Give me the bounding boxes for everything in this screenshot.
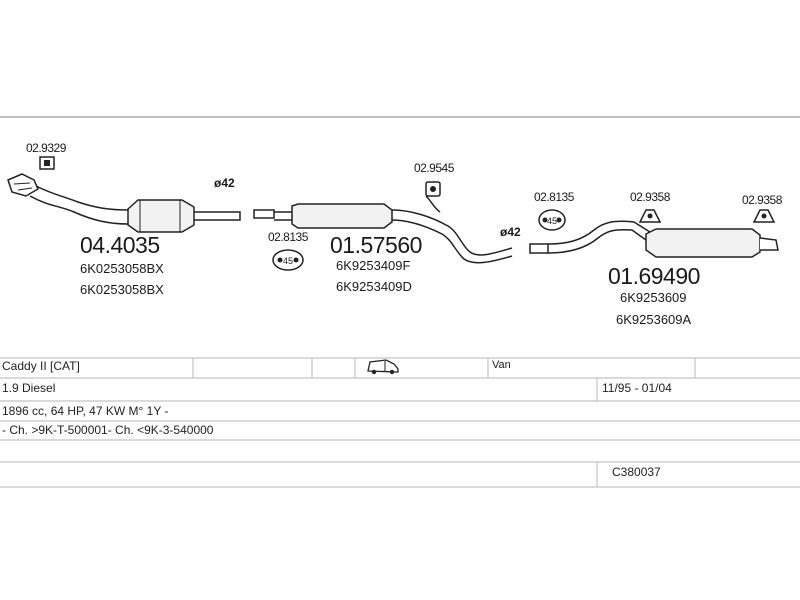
hanger-icon <box>425 181 441 197</box>
middle-ring-number: 02.8135 <box>268 230 308 244</box>
svg-text:45: 45 <box>547 216 557 226</box>
production-years: 11/95 - 01/04 <box>602 381 672 395</box>
front-part-number: 04.4035 <box>80 232 160 258</box>
middle-hanger-number: 02.9545 <box>414 161 454 175</box>
rear-silencer <box>529 220 779 258</box>
gasket-ring-icon: 45 <box>538 209 566 231</box>
body-type: Van <box>492 359 511 371</box>
hanger-icon <box>752 209 776 223</box>
rear-hanger-number-1: 02.9358 <box>630 190 670 204</box>
middle-pipe-diameter: ø42 <box>500 225 521 239</box>
spec-table-grid <box>0 357 800 488</box>
engine: 1.9 Diesel <box>2 381 56 395</box>
hanger-icon <box>638 209 662 223</box>
front-pipe-diameter: ø42 <box>214 176 235 190</box>
rear-ring-number: 02.8135 <box>534 190 574 204</box>
catalog-code: C380037 <box>612 465 661 479</box>
vehicle-model: Caddy II [CAT] <box>2 359 80 373</box>
rear-hanger-number-2: 02.9358 <box>742 193 782 207</box>
rear-oe-number-2: 6K9253609A <box>616 312 692 327</box>
rear-oe-number-1: 6K9253609 <box>620 290 687 305</box>
middle-part-number: 01.57560 <box>330 232 422 258</box>
front-oe-number-2: 6K0253058BX <box>80 282 164 297</box>
middle-oe-number-1: 6K9253409F <box>336 258 411 273</box>
van-icon <box>367 359 399 375</box>
engine-specs: 1896 cc, 64 HP, 47 KW M° 1Y - <box>2 404 169 418</box>
front-pipe-catalytic-converter <box>7 173 241 233</box>
gasket-ring-icon: 45 <box>272 249 304 271</box>
front-clamp-number: 02.9329 <box>26 141 66 155</box>
svg-text:45: 45 <box>283 256 293 266</box>
rear-part-number: 01.69490 <box>608 263 700 289</box>
chassis-range: - Ch. >9K-T-500001- Ch. <9K-3-540000 <box>2 423 214 437</box>
clamp-icon <box>39 156 55 170</box>
middle-oe-number-2: 6K9253409D <box>336 279 412 294</box>
middle-silencer <box>253 195 513 264</box>
front-oe-number-1: 6K0253058BX <box>80 261 164 276</box>
